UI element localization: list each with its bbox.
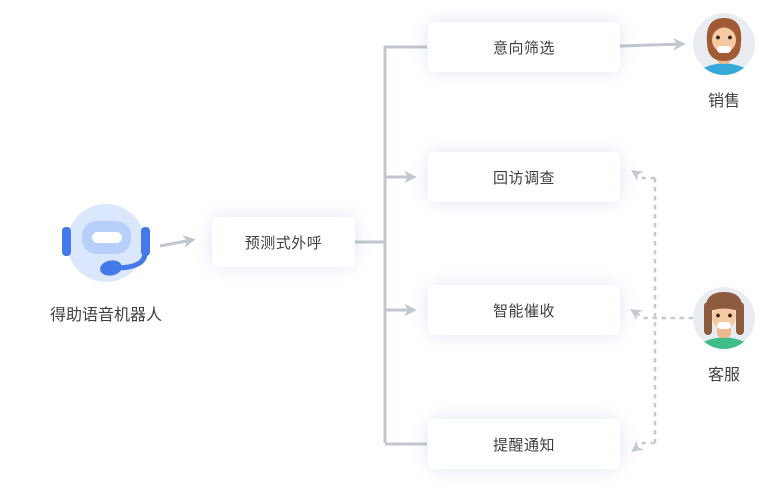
sales-avatar-icon	[693, 13, 755, 75]
robot-headset-icon	[62, 204, 150, 282]
node-reminder-notification: 提醒通知	[428, 419, 620, 469]
node-smart-collection: 智能催收	[428, 285, 620, 335]
robot-label: 得助语音机器人	[49, 307, 162, 324]
trunk-line	[383, 45, 427, 443]
node-callback-survey: 回访调查	[428, 152, 620, 202]
customer-service-avatar-icon	[693, 287, 755, 349]
connector-screening-to-sales	[619, 37, 686, 51]
connector-robot-to-hub	[159, 235, 196, 248]
node-predictive-outbound: 预测式外呼	[212, 217, 355, 267]
node-intent-screening: 意向筛选	[428, 22, 620, 72]
dashed-to-notify	[631, 440, 655, 453]
sales-label: 销售	[707, 93, 740, 110]
dashed-service-to-collection	[630, 309, 693, 321]
dashed-to-survey	[631, 170, 655, 182]
customer-service-label: 客服	[707, 367, 740, 384]
